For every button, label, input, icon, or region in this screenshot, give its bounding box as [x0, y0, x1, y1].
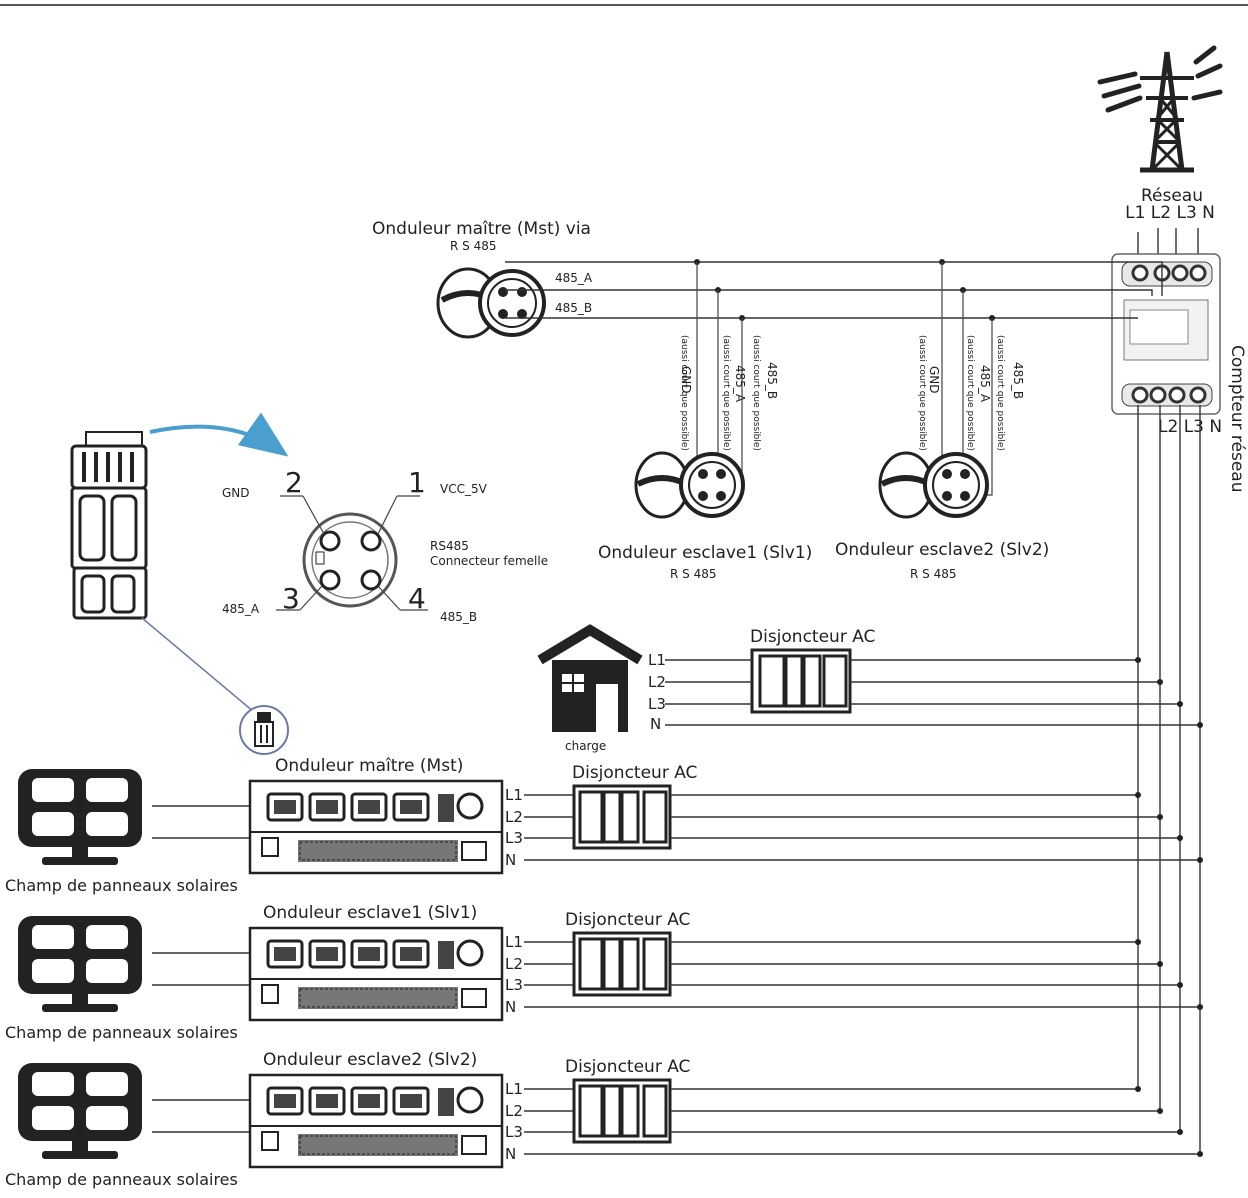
- master-wire-b-label: 485_B: [555, 301, 592, 315]
- rs485-female-connector-icon: [276, 495, 428, 611]
- phase-label-l2: L2: [505, 955, 523, 973]
- inverter-unit-icon: [248, 926, 504, 1022]
- grid-meter: [1111, 228, 1221, 415]
- phase-label-n: N: [505, 851, 516, 869]
- phase-label-l1: L1: [505, 1080, 523, 1098]
- slv2-gnd-note: (aussi court que possible): [917, 335, 927, 451]
- pin3-number: 3: [282, 582, 300, 615]
- house-load-icon: [537, 624, 643, 732]
- meter-label: Compteur réseau: [1227, 345, 1247, 493]
- ac-breaker-icon: [572, 931, 672, 997]
- phase-label-l3: L3: [505, 1123, 523, 1141]
- pin4-number: 4: [408, 582, 426, 615]
- ac-breaker-title: Disjoncteur AC: [565, 910, 690, 930]
- inverter-title: Onduleur esclave2 (Slv2): [263, 1050, 477, 1070]
- load-n-label: N: [650, 715, 661, 733]
- phase-label-l3: L3: [505, 829, 523, 847]
- panel-label: Champ de panneaux solaires: [5, 1170, 238, 1189]
- load-label: charge: [565, 739, 606, 753]
- meter-output-buses: [1137, 405, 1201, 1155]
- panel-label: Champ de panneaux solaires: [5, 876, 238, 895]
- grid-title: Réseau: [1141, 186, 1203, 206]
- slv2-a-note: (aussi court que possible): [965, 335, 975, 451]
- pin-485b-label: 485_B: [440, 610, 477, 624]
- ac-breaker-title: Disjoncteur AC: [572, 763, 697, 783]
- phase-label-l2: L2: [505, 1102, 523, 1120]
- load-l1-label: L1: [648, 651, 666, 669]
- slave1-rs485-plug-icon: [634, 451, 745, 519]
- slv1-gnd-note: (aussi court que possible): [679, 335, 689, 451]
- solar-panel-icon: [18, 916, 142, 1012]
- pin2-number: 2: [285, 466, 303, 499]
- inverter-title: Onduleur maître (Mst): [275, 756, 463, 776]
- master-rs485-sub: R S 485: [450, 239, 497, 253]
- pin-gnd-label: GND: [222, 486, 250, 500]
- phase-label-l1: L1: [505, 933, 523, 951]
- pin-vcc-label: VCC_5V: [440, 482, 488, 496]
- slave1-rs485-title: Onduleur esclave1 (Slv1): [598, 543, 812, 563]
- panel-label: Champ de panneaux solaires: [5, 1023, 238, 1042]
- slv1-b-label: 485_B: [765, 362, 779, 399]
- pin-485a-label: 485_A: [222, 602, 260, 616]
- zoom-leader-line: [141, 617, 255, 713]
- grid-phases: L1 L2 L3 N: [1125, 203, 1215, 223]
- slave2-rs485-plug-icon: [878, 451, 989, 519]
- load-breaker-title: Disjoncteur AC: [750, 627, 875, 647]
- phase-label-n: N: [505, 1145, 516, 1163]
- slave2-rs485-sub: R S 485: [910, 567, 957, 581]
- load-l3-label: L3: [648, 695, 666, 713]
- ac-breaker-icon: [572, 1078, 672, 1144]
- inverter-unit-icon: [248, 1073, 504, 1169]
- rs485-plug-side-icon: [70, 431, 148, 620]
- slv2-b-label: 485_B: [1011, 362, 1025, 399]
- zoom-arrow: [149, 412, 289, 457]
- ac-breaker-icon: [572, 784, 672, 850]
- slave1-rs485-sub: R S 485: [670, 567, 717, 581]
- inverter-row-master: Champ de panneaux solaires Onduleur maîtr…: [5, 756, 1203, 895]
- slv1-b-note: (aussi court que possible): [751, 335, 761, 451]
- phase-label-l1: L1: [505, 786, 523, 804]
- slv1-a-note: (aussi court que possible): [721, 335, 731, 451]
- load-wires: [665, 657, 1203, 728]
- solar-panel-icon: [18, 1063, 142, 1159]
- connector-title-1: RS485: [430, 539, 469, 553]
- solar-panel-icon: [18, 769, 142, 865]
- phase-label-l2: L2: [505, 808, 523, 826]
- phase-label-l3: L3: [505, 976, 523, 994]
- inverter-row-slave2: Champ de panneaux solaires Onduleur escla…: [5, 1050, 1203, 1189]
- small-plug-icon: [239, 705, 289, 755]
- load-breaker-icon: [750, 648, 852, 714]
- slv1-gnd-label: GND: [679, 366, 693, 394]
- slv2-b-note: (aussi court que possible): [995, 335, 1005, 451]
- rs485-bus: [505, 259, 1163, 496]
- grid-tower-icon: [1097, 45, 1223, 173]
- master-rs485-title: Onduleur maître (Mst) via: [372, 219, 591, 239]
- master-rs485-plug-icon: [436, 267, 546, 339]
- master-wire-a-label: 485_A: [555, 271, 593, 285]
- slave2-rs485-title: Onduleur esclave2 (Slv2): [835, 540, 1049, 560]
- connector-title-2: Connecteur femelle: [430, 554, 548, 568]
- slv2-gnd-label: GND: [927, 366, 941, 394]
- load-l2-label: L2: [648, 673, 666, 691]
- ac-breaker-title: Disjoncteur AC: [565, 1057, 690, 1077]
- slv2-a-label: 485_A: [978, 365, 992, 403]
- inverter-unit-icon: [248, 779, 504, 875]
- phase-label-n: N: [505, 998, 516, 1016]
- pin1-number: 1: [408, 466, 426, 499]
- inverter-title: Onduleur esclave1 (Slv1): [263, 903, 477, 923]
- slv1-a-label: 485_A: [733, 365, 747, 403]
- meter-terminals: L2 L3 N: [1158, 417, 1222, 437]
- inverter-row-slave1: Champ de panneaux solaires Onduleur escla…: [5, 903, 1203, 1042]
